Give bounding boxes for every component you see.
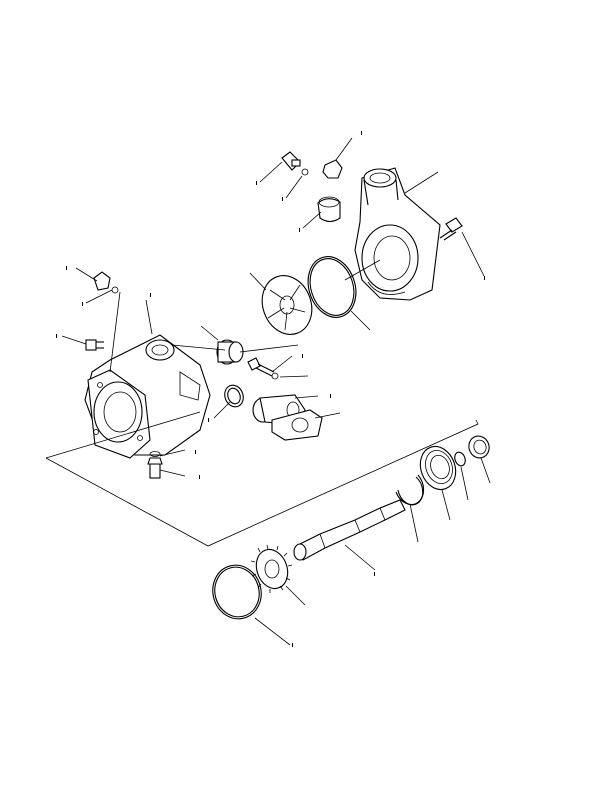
body-bolt [85,339,104,351]
sleeve-bushing [317,196,341,223]
callout-mark [195,450,196,454]
shaft-group-outline [45,411,479,547]
pump-shaft [293,499,406,561]
callout-mark [82,302,83,306]
elbow-bolt-washer [271,372,279,380]
callout-mark [199,475,200,479]
pump-body [84,334,211,459]
pump-cover-housing [354,167,441,301]
cover-o-ring [307,256,357,318]
retaining-ring [454,451,466,467]
elbow-bolt [247,357,275,377]
callout-mark [256,181,257,185]
callout-mark [302,354,303,358]
gear-o-ring [212,564,262,620]
callout-mark [299,228,300,232]
callout-mark [374,572,375,576]
drain-fitting [147,457,163,479]
callout-mark [484,276,485,280]
elbow-gasket [271,409,323,441]
shaft-gear [250,544,293,593]
callout-mark [330,394,331,398]
nut [322,159,343,179]
fitting-o-ring [149,451,161,457]
callout-marks [56,131,485,647]
leader-lines [61,137,491,646]
elbow-o-ring [224,384,244,408]
callout-mark [150,293,151,297]
oil-seal [468,435,490,459]
callout-mark [56,334,57,338]
callout-mark [292,643,293,647]
water-seal [216,339,244,365]
cover-bolt [439,217,463,241]
ball-bearing [419,445,457,491]
callout-mark [361,131,362,135]
callout-mark [66,266,67,270]
callout-mark [208,418,209,422]
vent-plug [93,271,111,291]
impeller [261,275,313,335]
snap-ring [395,474,425,506]
callout-mark [282,197,283,201]
drain-plug [281,151,301,171]
vent-plug-washer [111,286,119,294]
plug-washer [301,168,309,176]
